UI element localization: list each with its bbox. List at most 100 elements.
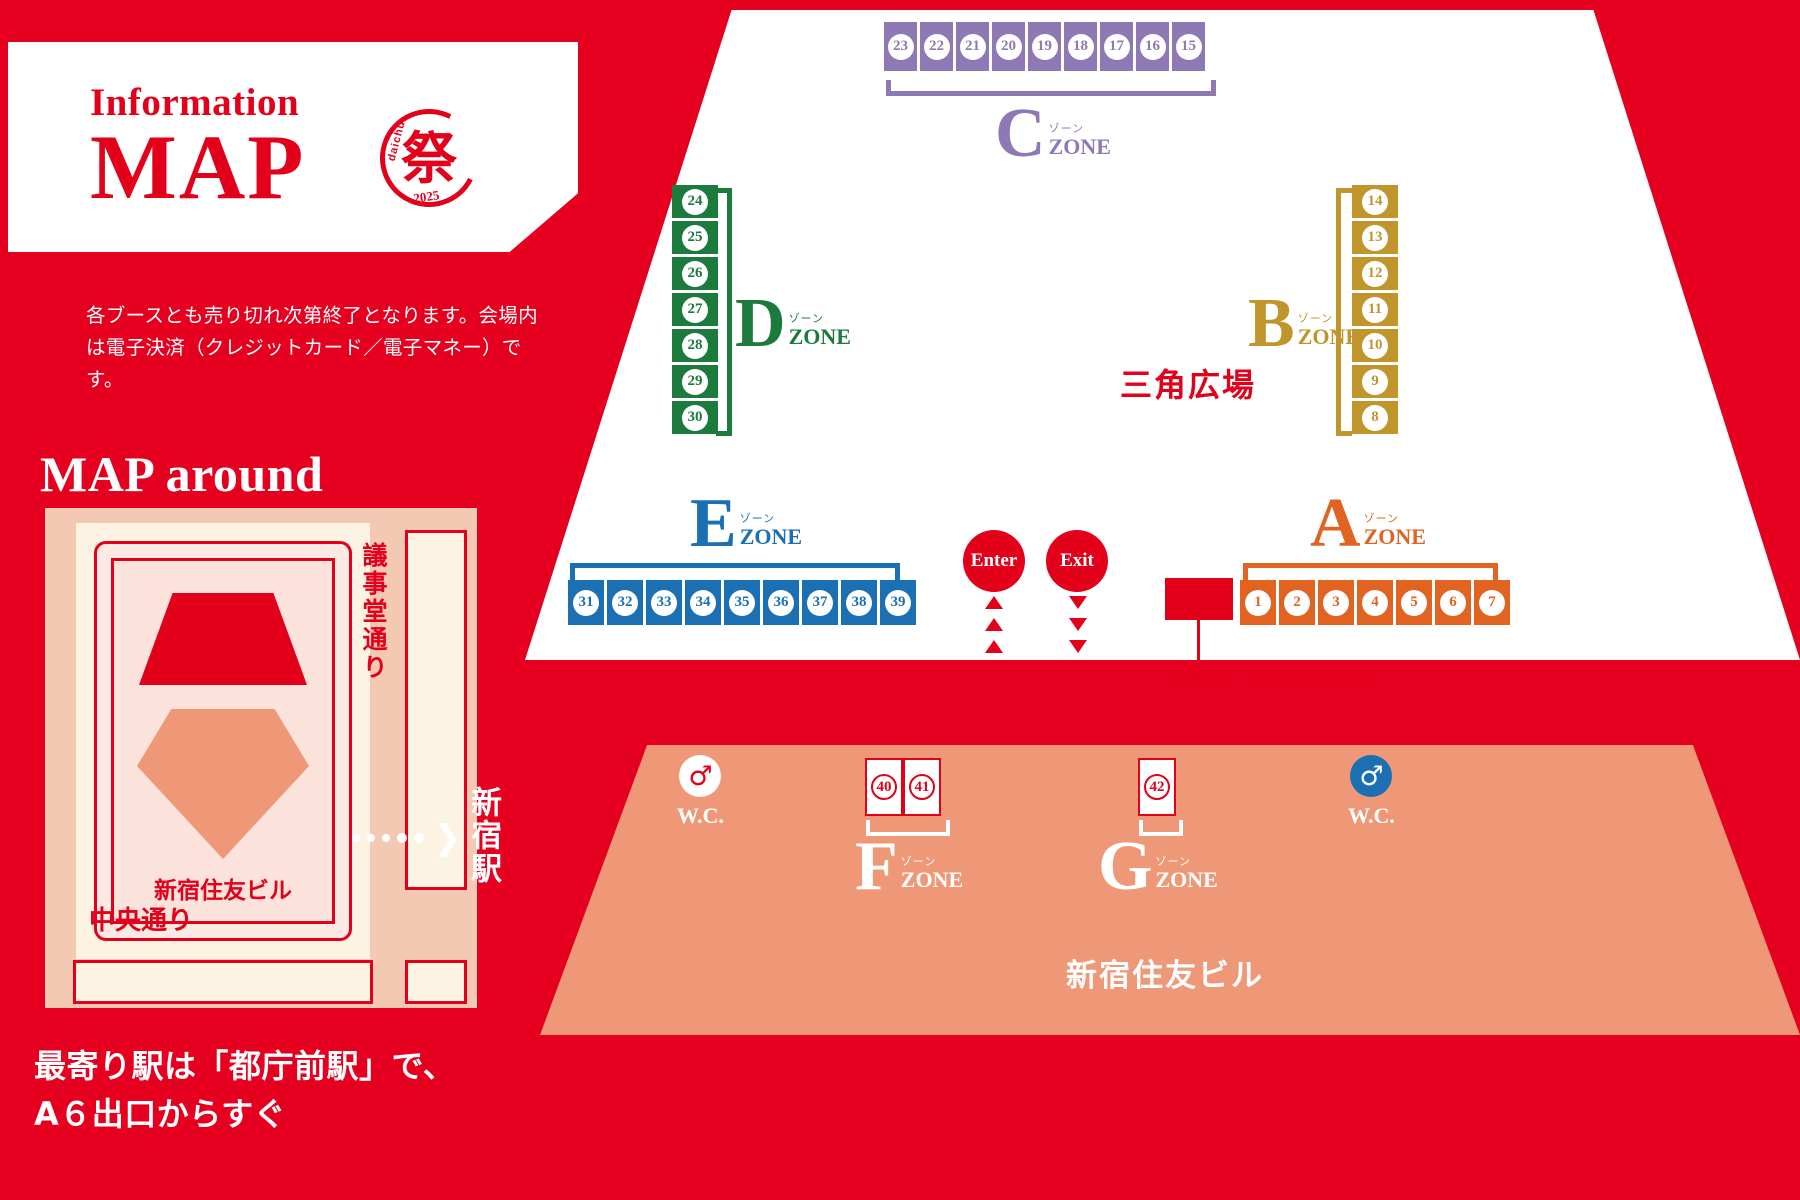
station-direction-arrow-icon: ❯ [352,821,462,855]
enter-arrow-icon-2 [985,618,1003,631]
zone-d-booths: 24 25 26 27 28 29 30 [672,185,718,434]
booth-number: 30 [682,404,708,431]
booth-cell[interactable]: 15 [1172,22,1205,71]
minimap-plaza-shape [139,593,307,685]
minimap-block: 新宿住友ビル [73,520,373,962]
booth-cell[interactable]: 6 [1435,580,1471,625]
booth-cell[interactable]: 32 [607,580,643,625]
booth-cell[interactable]: 28 [672,329,718,362]
booth-number: 21 [959,33,986,60]
booth-cell[interactable]: 24 [672,185,718,218]
wc-right: ♂ W.C. [1348,755,1395,829]
booth-cell[interactable]: 5 [1396,580,1432,625]
booth-number: 10 [1362,332,1388,359]
booth-cell[interactable]: 13 [1352,221,1398,254]
booth-cell[interactable]: 26 [672,257,718,290]
enter-marker[interactable]: Enter [963,530,1025,592]
minimap-street-bottom-label: 中央通り [89,906,194,936]
booth-number: 5 [1401,589,1427,616]
booth-cell[interactable]: 31 [568,580,604,625]
booth-number: 14 [1362,188,1388,215]
booth-cell[interactable]: 2 [1279,580,1315,625]
booth-cell[interactable]: 17 [1100,22,1133,71]
title-card: Information MAP 祭 2025 daichu [8,42,578,252]
booth-cell[interactable]: 20 [992,22,1025,71]
zone-kana-a: ゾーン [1363,512,1400,526]
booth-cell[interactable]: 10 [1352,329,1398,362]
booth-number: 1 [1245,589,1271,616]
booth-number: 13 [1362,224,1388,251]
minimap-street-vertical-label: 議事堂通り [359,542,388,682]
booth-number: 35 [729,589,755,616]
booth-cell[interactable]: 38 [841,580,877,625]
booth-cell[interactable]: 39 [880,580,916,625]
wc-person-icon-2: ♂ [1350,755,1393,797]
booth-cell[interactable]: 9 [1352,365,1398,398]
booth-cell[interactable]: 35 [724,580,760,625]
office-block [1165,578,1233,620]
zone-label-d: D ゾーン ZONE [735,288,851,358]
zone-label-e: E ゾーン ZONE [690,488,802,558]
booth-cell[interactable]: 27 [672,293,718,326]
booth-number: 9 [1362,368,1388,395]
booth-number: 17 [1103,33,1130,60]
enter-label: Enter [970,550,1018,571]
booth-number: 15 [1175,33,1202,60]
zone-letter-c: C [995,95,1046,172]
booth-cell[interactable]: 29 [672,365,718,398]
booth-number: 37 [807,589,833,616]
zone-letter-a: A [1310,485,1361,562]
booth-cell[interactable]: 37 [802,580,838,625]
booth-cell[interactable]: 8 [1352,401,1398,434]
booth-cell[interactable]: 18 [1064,22,1097,71]
zone-a-bracket [1243,563,1498,581]
booth-number: 3 [1323,589,1349,616]
booth-cell[interactable]: 1 [1240,580,1276,625]
booth-cell[interactable]: 21 [956,22,989,71]
map-around-title: MAP around [40,446,324,502]
booth-number: 39 [885,589,911,616]
zone-c-bracket [886,80,1216,96]
access-note: 最寄り駅は「都庁前駅」で、 A６出口からすぐ [34,1047,456,1133]
zone-kana-g: ゾーン [1155,855,1191,869]
exit-marker[interactable]: Exit [1046,530,1108,592]
booth-cell[interactable]: 40 [865,758,903,816]
booth-cell[interactable]: 14 [1352,185,1398,218]
booth-cell[interactable]: 11 [1352,293,1398,326]
booth-cell[interactable]: 22 [920,22,953,71]
plaza-label: 三角広場 [1120,366,1257,404]
booth-number: 25 [682,224,708,251]
booth-cell[interactable]: 4 [1357,580,1393,625]
booth-cell[interactable]: 12 [1352,257,1398,290]
booth-cell[interactable]: 7 [1474,580,1510,625]
booth-cell[interactable]: 36 [763,580,799,625]
booth-cell[interactable]: 42 [1138,758,1176,816]
booth-cell[interactable]: 19 [1028,22,1061,71]
zone-word-a: ZONE [1363,524,1426,550]
booth-number: 24 [682,188,708,215]
booth-cell[interactable]: 33 [646,580,682,625]
stamp-year: 2025 [412,187,441,206]
booth-number: 8 [1362,404,1388,431]
booth-number: 11 [1362,296,1388,323]
booth-cell[interactable]: 30 [672,401,718,434]
minimap-bottom-right-block [405,960,467,1004]
booth-number: 29 [682,368,708,395]
gate-block-right [1100,628,1134,658]
booth-cell[interactable]: 34 [685,580,721,625]
mini-map: 新宿住友ビル 議事堂通り 中央通り [45,508,477,1008]
minimap-block-mid: 新宿住友ビル [94,541,352,941]
zone-e-bracket [570,563,900,581]
station-label: 新宿駅 [465,786,501,885]
gate-block-left [942,628,976,658]
booth-cell[interactable]: 16 [1136,22,1169,71]
booth-cell[interactable]: 25 [672,221,718,254]
booth-number: 27 [682,296,708,323]
building-name-label: 新宿住友ビル [1066,958,1264,994]
booth-cell[interactable]: 23 [884,22,917,71]
booth-cell[interactable]: 3 [1318,580,1354,625]
booth-cell[interactable]: 41 [903,758,941,816]
